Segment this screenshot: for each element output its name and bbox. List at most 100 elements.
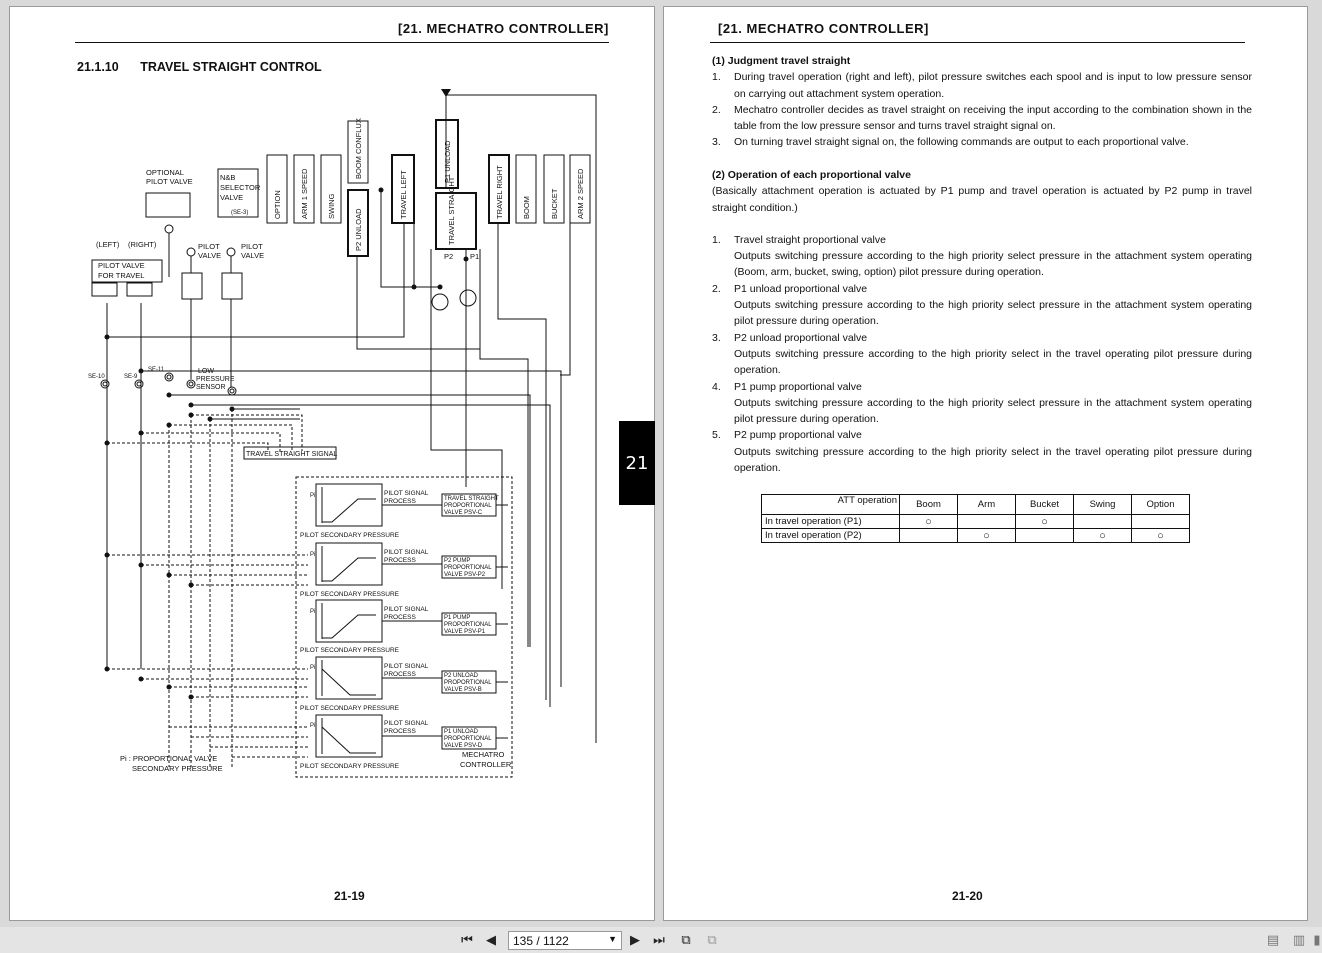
sensor-code: SE-10 bbox=[88, 374, 105, 380]
spool-label: OPTION bbox=[273, 190, 282, 219]
fit-page-icon[interactable]: ⧉ bbox=[681, 932, 691, 948]
page-header: [21. MECHATRO CONTROLLER] bbox=[718, 21, 929, 36]
item-text: Outputs switching pressure according to … bbox=[734, 445, 1252, 475]
operation-section: (2) Operation of each proportional valve… bbox=[712, 167, 1252, 476]
item-title: P1 unload proportional valve bbox=[734, 282, 868, 295]
page-number-input[interactable]: 135 / 1122 ▼ bbox=[508, 931, 622, 950]
item-text: Outputs switching pressure according to … bbox=[734, 250, 1252, 279]
output-label: PROPORTIONAL bbox=[444, 503, 492, 509]
chevron-down-icon[interactable]: ▼ bbox=[608, 934, 617, 944]
process-label: PILOT SIGNAL bbox=[384, 490, 429, 497]
prev-page-icon[interactable]: ◀ bbox=[486, 932, 496, 948]
pi-label: Pi bbox=[310, 552, 315, 558]
pump-label-p1: P1 bbox=[470, 252, 479, 261]
output-label: PROPORTIONAL bbox=[444, 622, 492, 628]
output-label: VALVE PSV-P2 bbox=[444, 572, 486, 578]
process-label: PILOT SIGNAL bbox=[384, 663, 429, 670]
pilot-travel-label: FOR TRAVEL bbox=[98, 271, 144, 280]
list-item: 3. On turning travel straight signal on,… bbox=[712, 134, 1252, 150]
table-row: In travel operation (P2) ○ ○ ○ bbox=[761, 528, 1190, 543]
page-number: 21-20 bbox=[952, 889, 983, 903]
process-label: PROCESS bbox=[384, 671, 416, 678]
last-page-icon[interactable]: ⏭ bbox=[653, 932, 665, 948]
column-header: Swing bbox=[1073, 494, 1132, 515]
section-title: 21.1.10 TRAVEL STRAIGHT CONTROL bbox=[77, 60, 322, 74]
spool-bucket bbox=[543, 154, 565, 224]
low-pressure-label: LOW bbox=[198, 368, 214, 375]
item-number: 3. bbox=[712, 136, 721, 149]
spool-swing bbox=[320, 154, 342, 224]
chapter-tab: 21 bbox=[619, 421, 655, 505]
secondary-pressure-label: PILOT SECONDARY PRESSURE bbox=[300, 647, 400, 654]
judgment-heading: (1) Judgment travel straight bbox=[712, 55, 851, 67]
output-label: P2 PUMP bbox=[444, 558, 470, 564]
pi-label: Pi bbox=[310, 609, 315, 615]
table-cell: ○ bbox=[899, 514, 958, 529]
nb-selector-code: (SE-3) bbox=[231, 210, 248, 216]
item-number: 1. bbox=[712, 233, 721, 246]
table-cell: ○ bbox=[1073, 528, 1132, 543]
table-cell bbox=[1073, 514, 1132, 529]
scroll-icon[interactable]: ▮ bbox=[1313, 932, 1321, 948]
item-text: Outputs switching pressure according to … bbox=[734, 347, 1252, 377]
page-header: [21. MECHATRO CONTROLLER] bbox=[398, 21, 609, 36]
process-label: PROCESS bbox=[384, 614, 416, 621]
spool-p1-unload bbox=[435, 119, 459, 189]
list-item: 2. Mechatro controller decides as travel… bbox=[712, 102, 1252, 135]
item-number: 5. bbox=[712, 429, 721, 442]
table-cell bbox=[899, 528, 958, 543]
optional-pilot-label: PILOT VALVE bbox=[146, 177, 193, 186]
single-page-icon[interactable]: ▤ bbox=[1266, 932, 1280, 948]
table-cell: ○ bbox=[957, 528, 1016, 543]
output-label: P1 UNLOAD bbox=[444, 729, 479, 735]
output-label: TRAVEL STRAIGHT bbox=[444, 496, 499, 502]
spool-label: P2 UNLOAD bbox=[354, 208, 363, 251]
list-item: 1. During travel operation (right and le… bbox=[712, 69, 1252, 102]
spool-arm2-speed bbox=[569, 154, 591, 224]
process-label: PILOT SIGNAL bbox=[384, 606, 429, 613]
item-title: Travel straight proportional valve bbox=[734, 233, 886, 246]
spool-boom-conflux bbox=[347, 120, 369, 184]
pi-label: Pi bbox=[310, 723, 315, 729]
output-label: PROPORTIONAL bbox=[444, 565, 492, 571]
secondary-pressure-label: PILOT SECONDARY PRESSURE bbox=[300, 532, 400, 539]
operation-heading: (2) Operation of each proportional valve bbox=[712, 169, 911, 181]
spool-arm1-speed bbox=[293, 154, 315, 224]
spool-label: ARM 2 SPEED bbox=[576, 168, 585, 219]
spool-label: ARM 1 SPEED bbox=[300, 168, 309, 219]
header-rule bbox=[710, 42, 1245, 43]
pilot-travel-label: PILOT VALVE bbox=[98, 261, 145, 270]
item-number: 1. bbox=[712, 71, 721, 84]
spool-label: BUCKET bbox=[550, 188, 559, 219]
process-label: PROCESS bbox=[384, 498, 416, 505]
first-page-icon[interactable]: ⏮ bbox=[461, 932, 473, 948]
spool-label: P1 UNLOAD bbox=[443, 140, 452, 183]
travel-straight-signal-label: TRAVEL STRAIGHT SIGNAL bbox=[246, 451, 337, 458]
low-pressure-label: SENSOR bbox=[196, 384, 226, 391]
sensor-code: SE-9 bbox=[124, 374, 138, 380]
right-page: [21. MECHATRO CONTROLLER] (1) Judgment t… bbox=[663, 6, 1308, 921]
two-page-icon[interactable]: ▥ bbox=[1292, 932, 1306, 948]
section-heading: TRAVEL STRAIGHT CONTROL bbox=[140, 60, 322, 74]
column-header: Option bbox=[1131, 494, 1190, 515]
operation-intro: (Basically attachment operation is actua… bbox=[712, 185, 1252, 214]
output-label: VALVE PSV-C bbox=[444, 510, 483, 516]
next-page-icon[interactable]: ▶ bbox=[630, 932, 640, 948]
output-label: P1 PUMP bbox=[444, 615, 470, 621]
fit-width-icon[interactable]: ⧉ bbox=[707, 932, 717, 948]
spool-p2-unload bbox=[347, 189, 369, 257]
pilot-valve-label: VALVE bbox=[198, 251, 221, 260]
left-page: [21. MECHATRO CONTROLLER] 21.1.10 TRAVEL… bbox=[9, 6, 655, 921]
table-cell: ○ bbox=[1131, 528, 1190, 543]
process-label: PILOT SIGNAL bbox=[384, 720, 429, 727]
row-label: In travel operation (P2) bbox=[761, 528, 900, 543]
spool-label: TRAVEL RIGHT bbox=[495, 165, 504, 219]
spool-travel-right bbox=[488, 154, 510, 224]
spool-label: TRAVEL LEFT bbox=[399, 170, 408, 219]
output-label: PROPORTIONAL bbox=[444, 680, 492, 686]
mechatro-controller-label: MECHATRO bbox=[462, 750, 505, 759]
